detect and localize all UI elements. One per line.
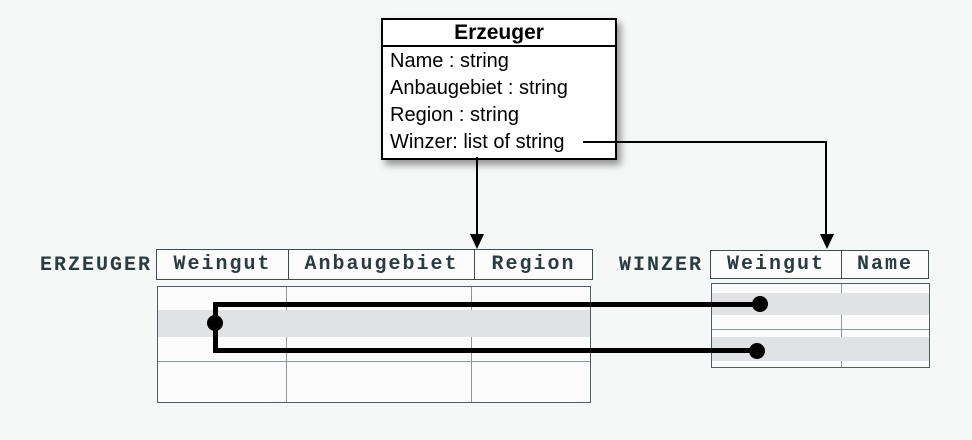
erzeuger-body-column-divider xyxy=(471,287,472,402)
class-title: Erzeuger xyxy=(383,20,615,47)
record-link-top-line xyxy=(213,302,762,307)
erzeuger-table-label: ERZEUGER xyxy=(39,254,152,277)
erzeuger-table-header: Weingut Anbaugebiet Region xyxy=(156,249,593,280)
winzer-column-weingut: Weingut xyxy=(726,253,825,276)
winzer-table-label: WINZER xyxy=(618,254,703,277)
record-anchor-winzer-row-2 xyxy=(749,343,765,359)
erzeuger-highlighted-row xyxy=(158,310,590,337)
record-anchor-winzer-row-1 xyxy=(752,296,768,312)
arrow-winzer-vertical-line xyxy=(825,141,827,236)
record-anchor-erzeuger-row xyxy=(207,315,223,331)
winzer-table-header: Weingut Name xyxy=(710,250,929,279)
class-attribute-list: Name : string Anbaugebiet : string Regio… xyxy=(383,47,615,158)
winzer-body-column-divider xyxy=(841,284,842,367)
erzeuger-column-weingut: Weingut xyxy=(173,253,272,276)
winzer-body-row-divider xyxy=(712,329,929,330)
winzer-column-name: Name xyxy=(841,251,928,278)
arrow-winzer-horizontal-line xyxy=(583,141,827,143)
record-link-bottom-line xyxy=(213,348,759,353)
erzeuger-column-anbaugebiet: Anbaugebiet xyxy=(288,250,474,279)
class-attribute-winzer: Winzer: list of string xyxy=(390,131,565,153)
class-attribute-region: Region : string xyxy=(390,104,519,126)
winzer-table-body xyxy=(711,283,930,368)
erzeuger-body-row-divider xyxy=(158,361,590,362)
uml-class-box-erzeuger: Erzeuger Name : string Anbaugebiet : str… xyxy=(381,18,617,160)
erzeuger-body-column-divider xyxy=(286,287,287,402)
class-attribute-anbaugebiet: Anbaugebiet : string xyxy=(390,77,568,99)
arrow-winzer-head xyxy=(820,234,834,249)
erzeuger-column-region: Region xyxy=(474,250,592,279)
arrow-class-to-erzeuger-line xyxy=(476,157,478,236)
arrow-class-to-erzeuger-head xyxy=(470,234,484,249)
class-attribute-name: Name : string xyxy=(390,50,509,72)
